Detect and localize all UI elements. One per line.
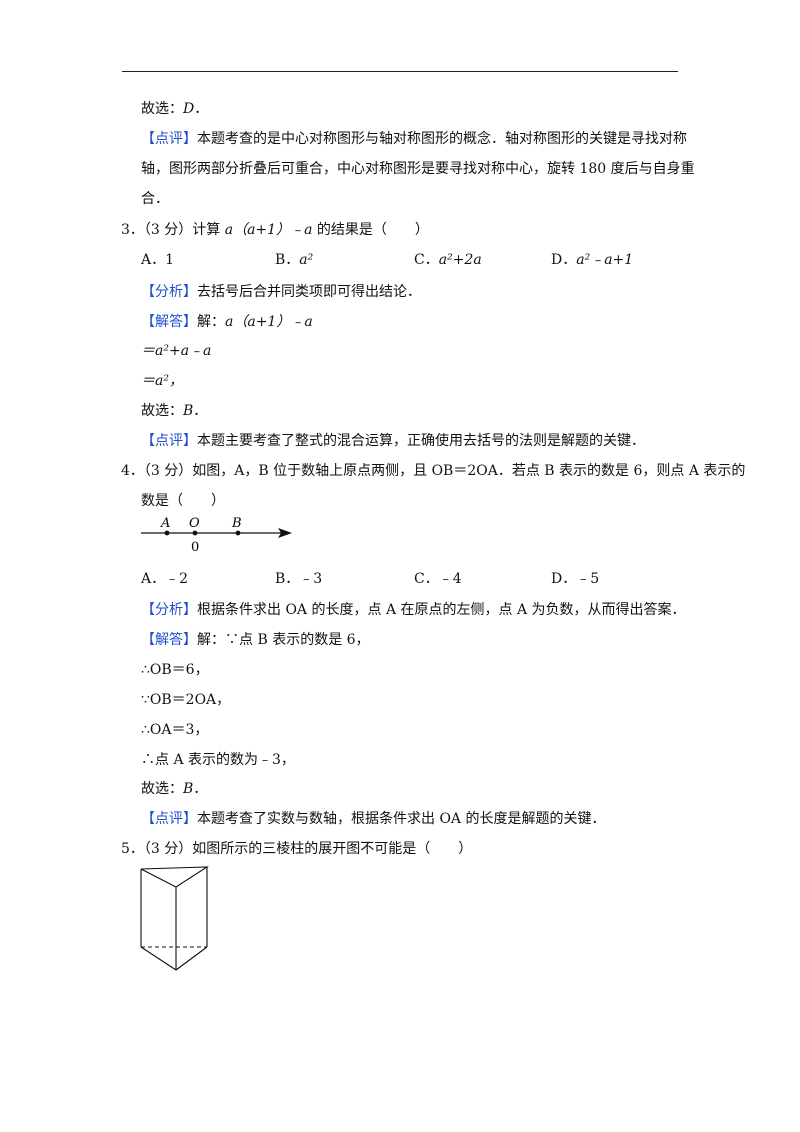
q4-answer-line-1: 【解答】解：∵点 B 表示的数是 6，	[141, 632, 370, 648]
q3-comment: 【点评】本题主要考查了整式的混合运算，正确使用去括号的法则是解题的关键．	[141, 433, 645, 449]
comment-tag: 【点评】	[141, 811, 197, 827]
comment-line-2: 轴，图形两部分折叠后可重合，中心对称图形是要寻找对称中心，旋转 180 度后与自…	[141, 161, 695, 177]
q3-option-c: C．a²+2a	[414, 252, 482, 268]
q4-answer-line-5: ∴点 A 表示的数为﹣3，	[141, 752, 295, 768]
q4-answer-line-4: ∴OA＝3，	[141, 722, 209, 738]
choose-label: 故选：	[141, 101, 183, 117]
q3-answer-line-2: ＝a²+a﹣a	[141, 343, 212, 359]
point-o	[192, 530, 198, 536]
question-4-stem-line-1: 4．（3 分）如图，A，B 位于数轴上原点两侧，且 OB＝2OA．若点 B 表示…	[121, 463, 746, 479]
q3-option-d: D．a²﹣a+1	[551, 252, 634, 268]
q3-choose-line: 故选：B．	[141, 403, 208, 419]
q3-option-b: B．a²	[275, 252, 314, 268]
q4-option-c: C．﹣4	[414, 571, 462, 587]
q4-option-d: D．﹣5	[551, 571, 600, 587]
label-o: O	[189, 516, 200, 531]
answer-tag: 【解答】	[141, 632, 197, 648]
q4-option-a: A．﹣2	[141, 571, 189, 587]
choose-value: D	[183, 101, 195, 117]
comment-tag: 【点评】	[141, 433, 197, 449]
q4-comment: 【点评】本题考查了实数与数轴，根据条件求出 OA 的长度是解题的关键．	[141, 811, 606, 827]
q4-choose-line: 故选：B．	[141, 781, 208, 797]
q4-option-b: B．﹣3	[275, 571, 323, 587]
q3-option-a: A．1	[141, 252, 175, 268]
q3-analysis: 【分析】去括号后合并同类项即可得出结论．	[141, 284, 421, 300]
label-zero: 0	[191, 540, 199, 555]
q4-analysis: 【分析】根据条件求出 OA 的长度，点 A 在原点的左侧，点 A 为负数，从而得…	[141, 602, 686, 618]
q4-answer-line-2: ∴OB＝6，	[141, 662, 209, 678]
question-5-stem: 5．（3 分）如图所示的三棱柱的展开图不可能是（ ）	[121, 841, 473, 857]
label-b: B	[231, 516, 242, 531]
comment-tag: 【点评】	[141, 131, 197, 147]
point-a	[164, 530, 170, 536]
choose-line: 故选：D．	[141, 101, 209, 117]
analysis-tag: 【分析】	[141, 602, 197, 618]
question-3-stem: 3．（3 分）计算 a（a+1）﹣a 的结果是（ ）	[121, 222, 429, 238]
comment-line-1: 【点评】本题考查的是中心对称图形与轴对称图形的概念．轴对称图形的关键是寻找对称	[141, 131, 687, 147]
comment-line-3: 合．	[141, 191, 169, 207]
number-line-arrow	[278, 528, 292, 538]
point-b	[235, 530, 241, 536]
triangular-prism-figure	[140, 866, 209, 971]
q3-answer-line-3: ＝a²，	[141, 373, 183, 389]
q4-answer-line-3: ∵OB＝2OA，	[141, 692, 231, 708]
analysis-tag: 【分析】	[141, 284, 197, 300]
q3-answer-line-1: 【解答】解：a（a+1）﹣a	[141, 314, 313, 330]
question-4-stem-line-2: 数是（ ）	[141, 493, 225, 509]
header-rule	[122, 71, 678, 72]
answer-tag: 【解答】	[141, 314, 197, 330]
label-a: A	[160, 516, 170, 531]
